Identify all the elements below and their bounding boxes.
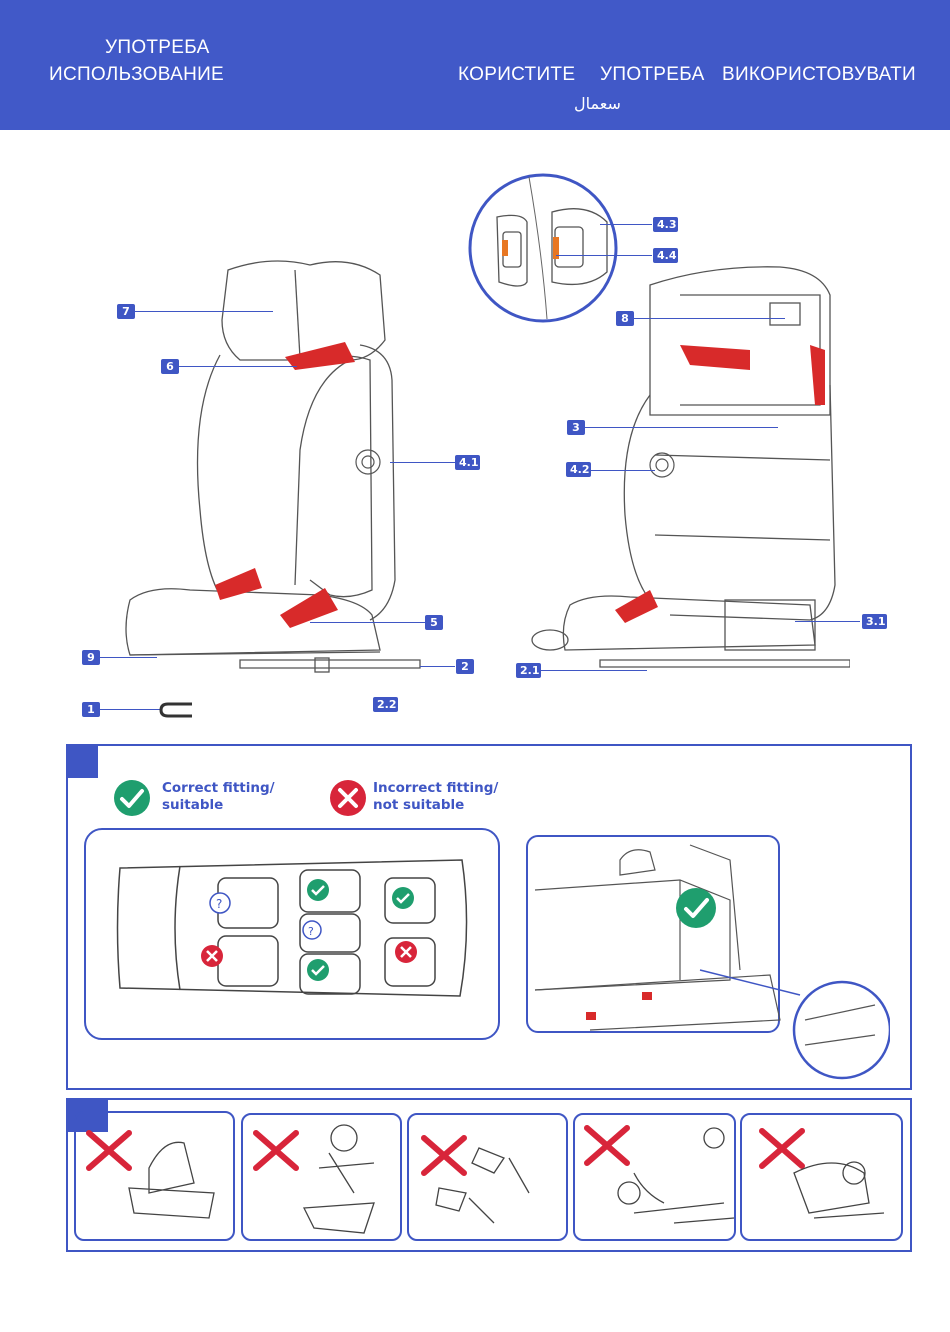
leader-line [310,622,425,623]
leader-line [556,255,652,256]
leader-line [97,657,157,658]
callout-4-3: 4.3 [653,217,678,232]
warning-illustrations [74,1113,904,1241]
svg-text:?: ? [216,897,222,911]
leader-line [537,670,647,671]
callout-1: 1 [82,702,100,717]
leader-line [420,666,455,667]
callout-8: 8 [616,311,634,326]
lang-arabic: سعمال [574,94,621,113]
lang-serbian: КОРИСТИТЕ [458,64,575,86]
cross-icon [328,778,368,818]
leader-line [583,427,778,428]
cross-icon [256,1133,296,1168]
legend-correct: Correct fitting/ suitable [162,780,275,814]
car-top-view-illustration: ? ? [100,848,472,1008]
check-icon [112,778,152,818]
callout-6: 6 [161,359,179,374]
isofix-detail-magnifier [467,172,619,324]
title-line-1: УПОТРЕБА [105,37,210,59]
leader-line [585,470,655,471]
cross-icon [762,1131,802,1166]
callout-5: 5 [425,615,443,630]
fitting-panel-tab [66,744,98,778]
leader-line [390,462,455,463]
legend-incorrect-line1: Incorrect fitting/ [373,780,498,797]
callout-4-4: 4.4 [653,248,678,263]
callout-7: 7 [117,304,135,319]
cross-icon [89,1133,129,1168]
lang-ukrainian: ВИКОРИСТОВУВАТИ [722,64,916,86]
leader-line [795,621,860,622]
cross-icon [587,1128,627,1163]
leader-line [600,224,652,225]
callout-9: 9 [82,650,100,665]
lang-macedonian: УПОТРЕБА [600,64,705,86]
leader-line [97,709,162,710]
callout-3-1: 3.1 [862,614,887,629]
callout-3: 3 [567,420,585,435]
title-line-2: ИСПОЛЬЗОВАНИЕ [49,64,224,86]
legend-incorrect: Incorrect fitting/ not suitable [373,780,498,814]
callout-2: 2 [456,659,474,674]
callout-4-2: 4.2 [566,462,591,477]
header-banner: УПОТРЕБА ИСПОЛЬЗОВАНИЕ КОРИСТИТЕ УПОТРЕБ… [0,0,950,130]
callout-2-2: 2.2 [373,697,398,712]
callout-2-1: 2.1 [516,663,541,678]
seat-front-illustration [110,250,450,690]
leader-line [630,318,785,319]
leader-line [133,311,273,312]
rear-bench-illustration [530,840,890,1080]
leader-line [177,366,297,367]
isofix-guide-hook [158,700,198,722]
svg-text:?: ? [308,925,314,938]
cross-icon [424,1138,464,1173]
legend-correct-line2: suitable [162,797,275,814]
callout-4-1: 4.1 [455,455,480,470]
legend-incorrect-line2: not suitable [373,797,498,814]
legend-correct-line1: Correct fitting/ [162,780,275,797]
